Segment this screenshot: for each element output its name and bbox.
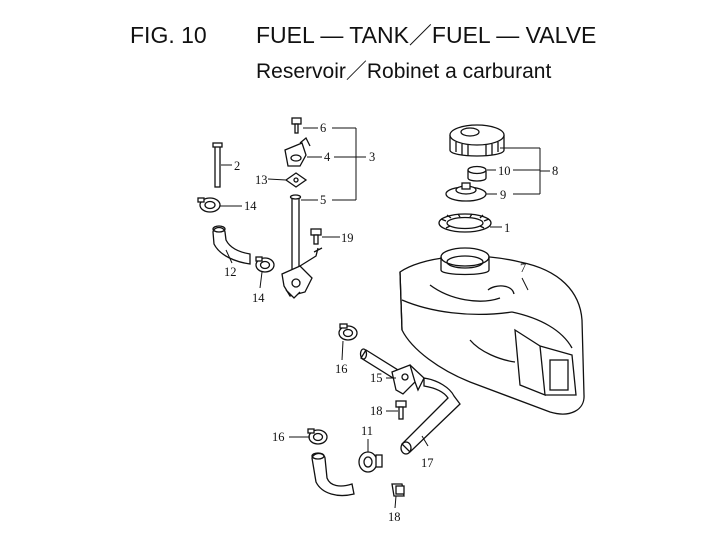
fuel-hose-main bbox=[400, 377, 461, 455]
valve-screw bbox=[291, 117, 302, 134]
valve-packing bbox=[284, 172, 308, 188]
fuel-tank bbox=[399, 247, 585, 415]
tank-ring bbox=[438, 213, 492, 233]
callout-7: 7 bbox=[520, 261, 526, 275]
hose-clamp-upper bbox=[197, 197, 221, 213]
callout-2: 2 bbox=[234, 159, 240, 173]
callout-18-lower: 18 bbox=[388, 510, 401, 524]
callout-16-upper: 16 bbox=[335, 362, 348, 376]
hose-clamp-lower bbox=[255, 256, 275, 273]
hose-clamp-11 bbox=[358, 451, 383, 473]
hose-clamp-16-lower bbox=[307, 428, 328, 445]
bracket-bolt-lower bbox=[391, 483, 405, 497]
valve-body bbox=[281, 194, 323, 299]
callout-9: 9 bbox=[500, 188, 506, 202]
bracket-bolt-upper bbox=[395, 400, 407, 420]
callout-15: 15 bbox=[370, 371, 383, 385]
fuel-hose-upper bbox=[212, 225, 251, 265]
hose-clamp-16-upper bbox=[338, 323, 358, 341]
callout-4: 4 bbox=[324, 150, 331, 164]
valve-lever bbox=[284, 136, 311, 167]
callout-3: 3 bbox=[369, 150, 375, 164]
callout-8: 8 bbox=[552, 164, 558, 178]
figure-title-french: Reservoir／Robinet a carburant bbox=[256, 60, 551, 83]
callout-13: 13 bbox=[255, 173, 268, 187]
callout-19: 19 bbox=[341, 231, 354, 245]
callout-16-lower: 16 bbox=[272, 430, 285, 444]
valve-bolt bbox=[310, 228, 322, 245]
cap-gasket bbox=[445, 182, 487, 202]
callout-17: 17 bbox=[421, 456, 434, 470]
callout-14-lower: 14 bbox=[252, 291, 265, 305]
callout-1: 1 bbox=[504, 221, 510, 235]
hose-bracket bbox=[391, 364, 425, 395]
fuel-hose-lower bbox=[311, 452, 355, 497]
callout-18-upper: 18 bbox=[370, 404, 383, 418]
leader-lines bbox=[220, 127, 550, 509]
callout-10: 10 bbox=[498, 164, 511, 178]
callout-11: 11 bbox=[361, 424, 373, 438]
callout-labels: 6 4 3 5 2 13 14 19 12 14 8 10 9 1 7 16 1… bbox=[224, 121, 558, 524]
valve-pin bbox=[212, 142, 223, 188]
callout-12: 12 bbox=[224, 265, 237, 279]
figure-number: FIG. 10 bbox=[130, 22, 207, 48]
callout-5: 5 bbox=[320, 193, 326, 207]
callout-14-upper: 14 bbox=[244, 199, 257, 213]
fuel-cap bbox=[449, 124, 505, 157]
figure-title-english: FUEL — TANK／FUEL — VALVE bbox=[256, 22, 596, 48]
callout-6: 6 bbox=[320, 121, 326, 135]
cap-filter bbox=[467, 165, 487, 182]
